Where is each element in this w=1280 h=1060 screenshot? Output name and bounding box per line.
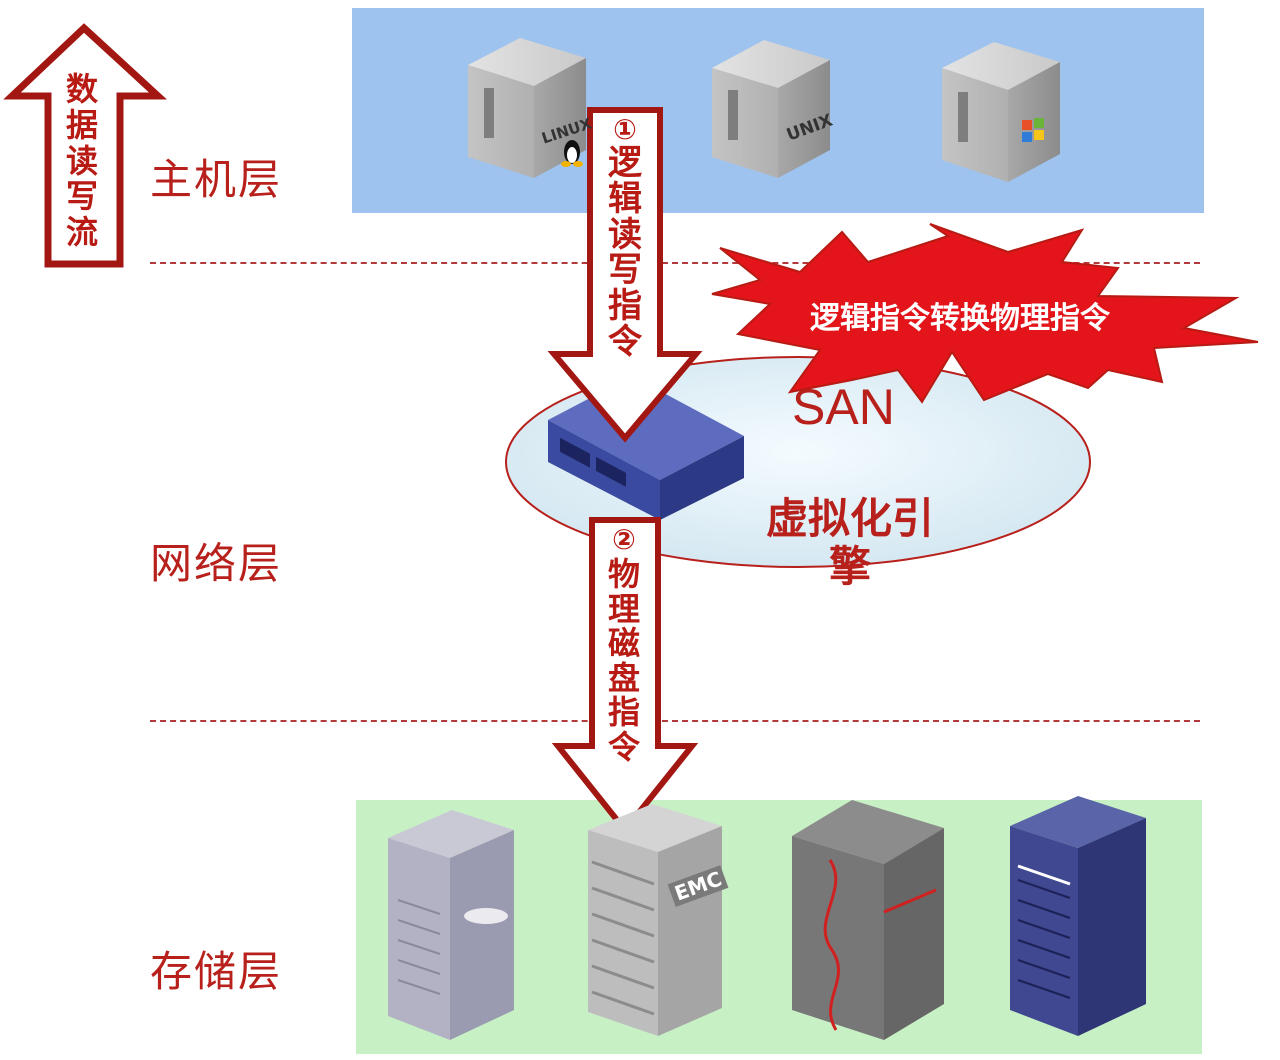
command2-text: 物理磁盘指令 — [607, 555, 640, 766]
host-server-unix — [712, 40, 830, 178]
layer-divider-bottom — [150, 720, 1200, 722]
data-flow-up-arrow — [3, 23, 167, 268]
host-layer-label: 主机层 — [150, 155, 283, 204]
san-label: SAN — [792, 379, 895, 435]
linux-penguin-icon — [561, 140, 583, 167]
storage-device-emc — [588, 804, 722, 1036]
conversion-starburst — [711, 223, 1259, 404]
virtualization-engine-label: 虚拟化引擎 — [765, 494, 934, 592]
layer-divider-top — [150, 262, 1200, 264]
windows-logo-icon — [1022, 118, 1044, 142]
host-server-linux — [468, 38, 586, 178]
host-server-windows — [942, 42, 1060, 182]
physical-command-arrow — [551, 517, 699, 835]
storage-device-1 — [388, 810, 514, 1040]
logical-command-label: ① 逻辑读写指令 — [598, 115, 652, 361]
storage-device-4 — [1010, 796, 1146, 1036]
command1-text: 逻辑读写指令 — [608, 143, 642, 362]
physical-command-label: ② 物理磁盘指令 — [600, 523, 648, 766]
storage-device-3 — [792, 800, 944, 1040]
logical-command-arrow — [547, 107, 703, 443]
conversion-label: 逻辑指令转换物理指令 — [810, 301, 1110, 336]
command2-marker: ② — [612, 523, 636, 556]
command1-marker: ① — [613, 113, 637, 146]
data-flow-label: 数据读写流 — [65, 70, 98, 252]
network-layer-label: 网络层 — [150, 539, 283, 588]
storage-layer-label: 存储层 — [150, 947, 283, 996]
